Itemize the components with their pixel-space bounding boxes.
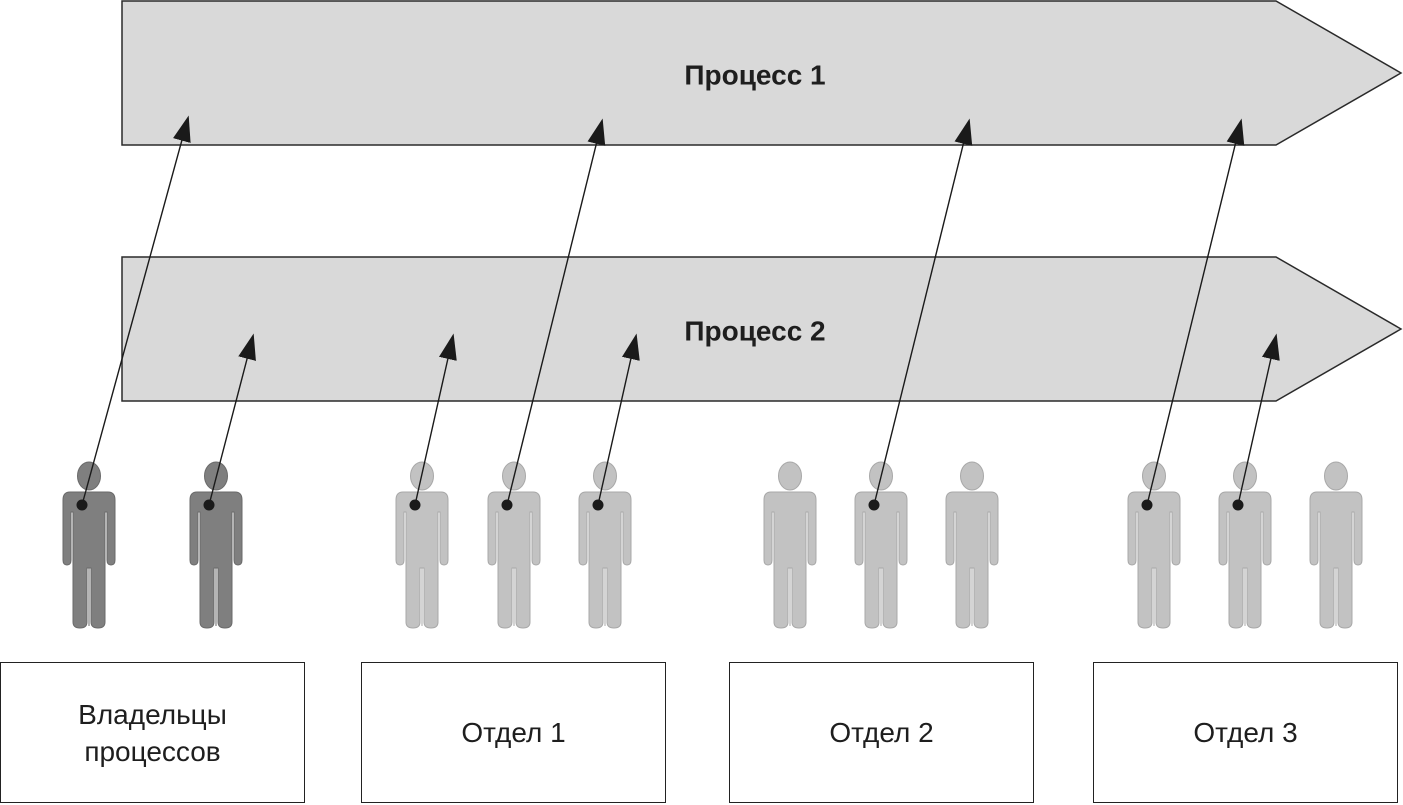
dept-1-person-3-connector <box>597 333 640 506</box>
dept-2-person-1-icon <box>763 461 817 629</box>
dept-1-person-1-connector-dot <box>409 499 421 511</box>
owners-person-1-connector <box>81 115 191 506</box>
department-box-dept-2: Отдел 2 <box>729 662 1034 803</box>
dept-3-person-1-icon <box>1127 461 1181 629</box>
dept-2-person-2-icon <box>854 461 908 629</box>
dept-3-person-1-connector-dot <box>1141 499 1153 511</box>
process-2-arrow <box>121 256 1403 402</box>
dept-3-person-2-connector <box>1237 333 1280 506</box>
dept-3-person-2-connector-dot <box>1232 499 1244 511</box>
process-arrows-layer: Процесс 1 Процесс 2 <box>121 0 1403 402</box>
department-label-dept-3: Отдел 3 <box>1193 717 1298 748</box>
owners-person-1-connector-dot <box>76 499 88 511</box>
dept-3-person-1-connector <box>1146 118 1245 506</box>
dept-2-person-2-connector-dot <box>868 499 880 511</box>
dept-1-person-3-connector-dot <box>592 499 604 511</box>
dept-3-person-3-icon <box>1309 461 1363 629</box>
owners-person-2-connector <box>208 333 256 506</box>
process-1-arrow <box>121 0 1403 146</box>
department-box-dept-3: Отдел 3 <box>1093 662 1398 803</box>
dept-2-person-3-icon <box>945 461 999 629</box>
dept-1-person-2-connector <box>506 118 606 506</box>
dept-1-person-2-connector-dot <box>501 499 513 511</box>
department-box-owners: Владельцы процессов <box>0 662 305 803</box>
department-label-owners: Владельцы процессов <box>78 698 227 767</box>
process-1-label: Процесс 1 <box>684 59 825 90</box>
dept-1-person-1-connector <box>414 333 457 506</box>
department-label-dept-1: Отдел 1 <box>461 717 566 748</box>
department-label-dept-2: Отдел 2 <box>829 717 934 748</box>
dept-1-person-3-icon <box>578 461 632 629</box>
dept-1-person-2-icon <box>487 461 541 629</box>
process-2-label: Процесс 2 <box>684 315 825 346</box>
dept-1-person-1-icon <box>395 461 449 629</box>
owners-person-2-connector-dot <box>203 499 215 511</box>
dept-3-person-2-icon <box>1218 461 1272 629</box>
dept-2-person-2-connector <box>873 118 973 506</box>
owners-person-2-icon <box>189 461 243 629</box>
owners-person-1-icon <box>62 461 116 629</box>
people-layer <box>62 461 1363 629</box>
connectors-layer <box>76 115 1280 511</box>
department-box-dept-1: Отдел 1 <box>361 662 666 803</box>
